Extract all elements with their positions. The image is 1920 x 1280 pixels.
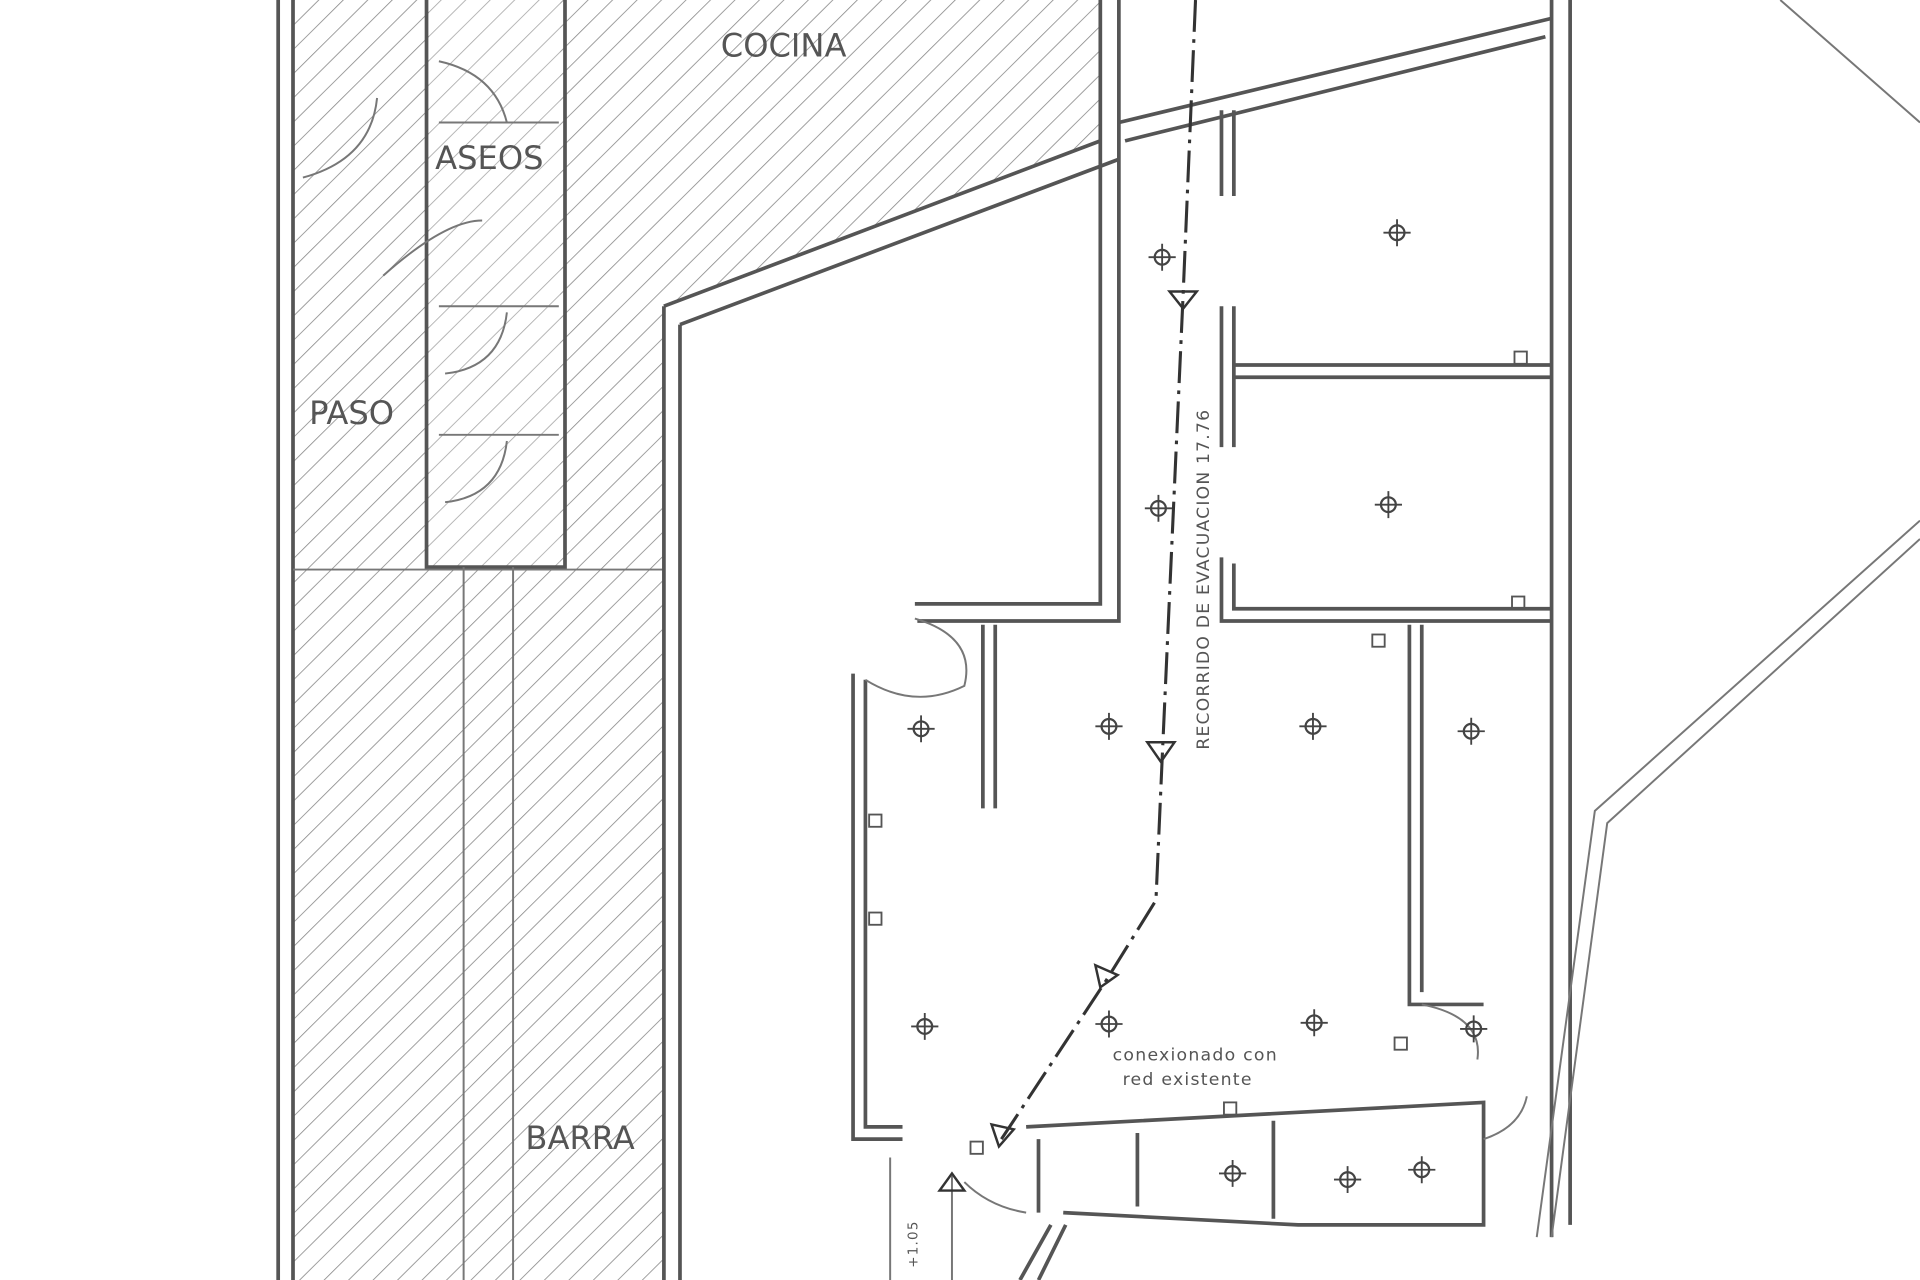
- switch-icon: [868, 911, 883, 926]
- walls: [276, 0, 1920, 1280]
- level-mark: +1.05: [905, 1220, 921, 1267]
- light-fixture-icon: [1460, 1015, 1488, 1043]
- light-fixtures: [868, 219, 1528, 1194]
- switch-icon: [969, 1140, 984, 1155]
- light-fixture-icon: [1383, 219, 1411, 247]
- connection-note-line1: conexionado con: [1113, 1046, 1278, 1066]
- light-fixture-icon: [1148, 243, 1176, 271]
- evacuation-route: [1000, 0, 1198, 1140]
- light-fixture-icon: [1457, 717, 1485, 745]
- light-fixture-icon: [1144, 494, 1173, 522]
- light-fixture-icon: [1408, 1156, 1436, 1184]
- switch-icon: [1371, 633, 1386, 648]
- light-fixture-icon: [1095, 1010, 1123, 1038]
- connection-note-line2: red existente: [1123, 1070, 1253, 1090]
- light-fixture-icon: [907, 715, 935, 743]
- light-fixture-icon: [1299, 712, 1327, 740]
- light-fixture-icon: [1095, 712, 1123, 740]
- light-fixture-icon: [1333, 1166, 1362, 1194]
- room-label-aseos: ASEOS: [435, 139, 543, 177]
- switch-icon: [1393, 1036, 1408, 1051]
- light-fixture-icon: [1300, 1009, 1328, 1037]
- switch-icon: [1513, 350, 1528, 365]
- switch-icon: [1223, 1101, 1238, 1116]
- room-label-barra: BARRA: [525, 1119, 634, 1157]
- light-fixture-icon: [1374, 491, 1402, 519]
- room-label-paso: PASO: [309, 394, 394, 432]
- light-fixture-icon: [911, 1012, 939, 1040]
- switch-icon: [1511, 595, 1526, 610]
- room-label-cocina: COCINA: [721, 26, 847, 64]
- hatched-zones: [293, 0, 1101, 1280]
- switch-icon: [868, 813, 883, 828]
- exit-arrow-icon: [937, 290, 1200, 1192]
- evacuation-route-label: RECORRIDO DE EVACUACION 17.76: [1194, 409, 1214, 750]
- light-fixture-icon: [1219, 1159, 1247, 1187]
